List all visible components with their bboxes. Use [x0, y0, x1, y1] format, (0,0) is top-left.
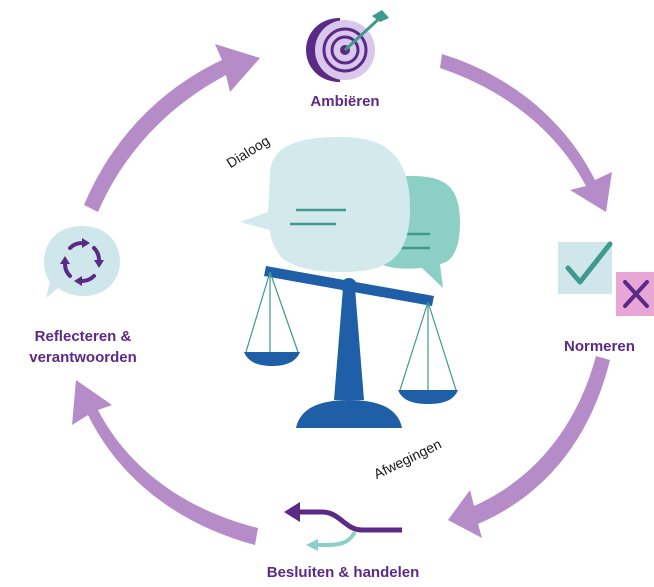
cycle-arrow-top-right: [440, 54, 612, 212]
speech-bubbles-icon: [240, 137, 460, 288]
check-icon: [558, 241, 613, 294]
cycle-arrow-bottom-right: [448, 356, 610, 538]
step-label-reflecteren-line1: Reflecteren &: [34, 328, 132, 345]
fork-arrow-icon: [284, 502, 402, 551]
cross-icon: [616, 272, 654, 316]
cycle-arrow-top-left: [84, 44, 260, 212]
step-label-reflecteren: Reflecteren & verantwoorden: [4, 326, 162, 368]
step-label-reflecteren-line2: verantwoorden: [29, 349, 137, 366]
target-icon: [306, 10, 389, 82]
step-label-besluiten: Besluiten & handelen: [266, 564, 420, 581]
balance-scale-icon: [244, 266, 458, 428]
step-label-ambieren: Ambiëren: [310, 93, 380, 110]
cycle-arrow-bottom-left: [72, 380, 258, 545]
refresh-cycle-icon: [44, 226, 120, 298]
step-label-normeren: Normeren: [564, 338, 635, 355]
